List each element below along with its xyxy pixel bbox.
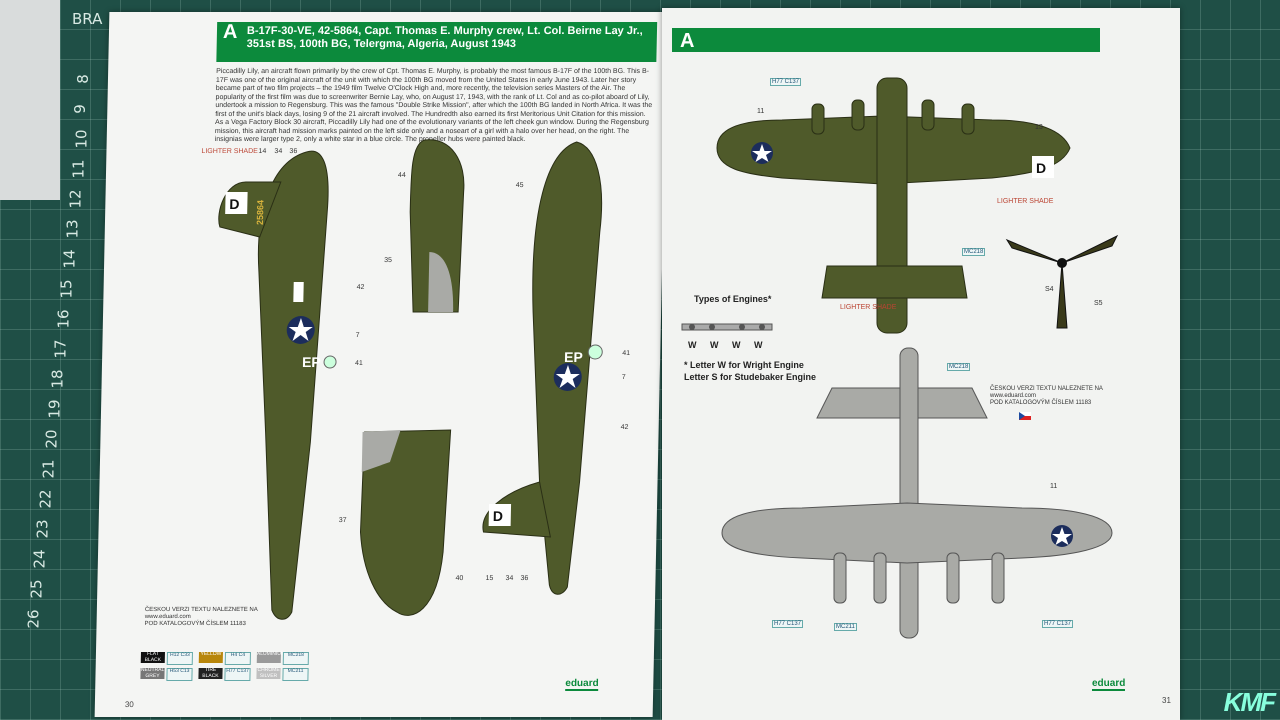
engine-letter: W	[732, 340, 741, 350]
legend-code: H12 C33	[166, 652, 193, 665]
ruler-number: 16	[54, 309, 73, 329]
engine-letter: W	[754, 340, 763, 350]
page-number-right: 31	[1162, 696, 1171, 705]
ruler-number: 17	[51, 339, 70, 359]
watermark-logo: KMF	[1223, 687, 1276, 717]
legend-code: H77 C137	[224, 668, 251, 681]
legend-swatch: FLAT BLACK	[140, 651, 165, 663]
ruler-number: 20	[42, 429, 61, 449]
czech-version-note: ČESKOU VERZI TEXTU NALEZNETE NA www.edua…	[144, 607, 258, 627]
legend-swatch: NEUTRAL GREY	[140, 667, 165, 679]
svg-text:D: D	[1036, 160, 1046, 176]
right-header: A	[672, 28, 1100, 52]
plan-view-illustrations: D	[681, 77, 1119, 639]
tail-letter-left: D	[229, 196, 239, 212]
code-mc218: MC218	[962, 248, 986, 256]
legend-swatch: ALUMINIUM	[256, 651, 285, 663]
czech-version-note-right: ČESKOU VERZI TEXTU NALEZNETE NA www.edua…	[990, 386, 1103, 406]
note-studebaker: Letter S for Studebaker Engine	[684, 372, 817, 382]
ruler-number: 8	[73, 74, 92, 84]
engine-letter: W	[688, 340, 697, 350]
mat-ruler-top-label: BRA	[72, 10, 103, 28]
tail-letter-right: D	[493, 508, 503, 524]
code-h77b: H77 C137	[772, 620, 804, 628]
code-h77c: H77 C137	[1042, 620, 1074, 628]
engine-types-title: Types of Engines*	[694, 294, 772, 304]
instruction-page-right: A D 11 13 LIGHTER SHADE LIG	[662, 8, 1180, 720]
tail-number-left: 25864	[255, 200, 266, 225]
legend-swatch: TIRE BLACK	[198, 667, 223, 679]
ruler-number: 22	[36, 489, 55, 509]
callout-s4: S4	[1045, 286, 1054, 293]
ruler-number: 12	[66, 189, 85, 209]
legend-code: H53 C13	[166, 668, 193, 681]
ruler-number: 21	[39, 459, 58, 479]
side-profile-illustrations: D 25864 EP D EP	[218, 139, 603, 620]
callout-s5: S5	[1094, 300, 1103, 307]
callout-11: 11	[757, 108, 765, 115]
squadron-code-left: EP	[302, 354, 321, 370]
brand-logo-left: eduard	[565, 678, 599, 691]
ruler-number: 23	[33, 519, 52, 539]
ruler-number: 14	[60, 249, 79, 269]
ruler-number: 24	[30, 549, 49, 569]
code-mc211: MC211	[834, 623, 857, 631]
legend-code: MC218	[282, 652, 309, 665]
note-wright: * Letter W for Wright Engine	[684, 360, 804, 370]
squadron-code-right: EP	[564, 349, 583, 365]
legend-code: MC211	[282, 668, 309, 681]
ruler-number: 26	[24, 609, 43, 629]
white-paper-edge	[0, 0, 60, 200]
code-h77: H77 C137	[770, 78, 802, 86]
code-mc218b: MC218	[947, 363, 971, 371]
ruler-number: 19	[45, 399, 64, 419]
callout-13: 13	[1035, 124, 1043, 131]
ruler-number: 10	[72, 129, 91, 149]
ruler-number: 25	[27, 579, 46, 599]
brand-logo-right: eduard	[1092, 678, 1126, 691]
legend-swatch: YELLOW	[198, 651, 223, 663]
ruler-number: 13	[63, 219, 82, 239]
legend-code: H4 C4	[224, 652, 251, 665]
callout-11b: 11	[1050, 483, 1058, 490]
lighter-shade-label-tail: LIGHTER SHADE	[840, 304, 897, 311]
ruler-number: 9	[70, 104, 89, 114]
ruler-number: 15	[57, 279, 76, 299]
ruler-number: 18	[48, 369, 67, 389]
page-number-left: 30	[124, 700, 134, 709]
legend-swatch: CHROME SILVER	[256, 667, 281, 679]
right-marker: A	[680, 30, 695, 52]
lighter-shade-label-top: LIGHTER SHADE	[997, 198, 1054, 205]
engine-letter: W	[710, 340, 719, 350]
czech-flag-icon	[1019, 412, 1031, 420]
ruler-number: 11	[69, 159, 88, 179]
instruction-page-left: A B-17F-30-VE, 42-5864, Capt. Thomas E. …	[94, 12, 668, 717]
